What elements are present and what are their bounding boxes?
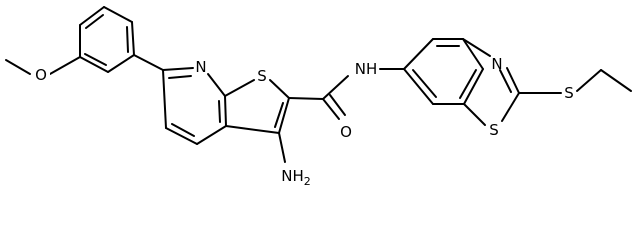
bond [329, 94, 346, 116]
thioether-sulfur-label: S [564, 84, 574, 102]
pyridine-ring: N [162, 58, 227, 145]
bond [322, 98, 340, 120]
bond [403, 38, 434, 70]
methoxyphenyl-ring [79, 6, 135, 73]
bond [278, 132, 286, 163]
bond [463, 103, 486, 126]
bond [5, 59, 31, 75]
bond [107, 54, 135, 73]
bond [79, 56, 109, 73]
methoxy-oxygen-label: O [35, 66, 47, 84]
amino-group: NH2 [278, 132, 311, 186]
bond [165, 127, 198, 145]
bond [84, 53, 107, 66]
bond [274, 102, 284, 128]
carboxamide-group: O NH [288, 60, 405, 141]
molecule-canvas: O N S NH2 O NH [5, 6, 632, 186]
bond [225, 125, 280, 134]
bond [131, 21, 135, 56]
bond [162, 69, 167, 129]
bond [85, 14, 104, 29]
thiazole-nitrogen-label: N [491, 55, 502, 73]
bond [499, 69, 512, 93]
bond [412, 69, 437, 98]
thiophene-sulfur-label: S [257, 67, 267, 85]
thiazole-ring: N S [462, 38, 520, 139]
bond [162, 67, 194, 71]
bond [269, 79, 290, 99]
benzothiazole-benzene-ring [403, 38, 484, 105]
bond [463, 68, 484, 105]
bond [278, 97, 290, 134]
molecule-structure: O N S NH2 O NH [5, 6, 632, 186]
thiazole-sulfur-label: S [489, 121, 499, 139]
bond [459, 69, 477, 99]
bond [126, 26, 129, 53]
bond [462, 38, 484, 70]
bond [576, 69, 602, 92]
bond [600, 69, 632, 92]
bond [506, 67, 520, 94]
amino-label: NH2 [281, 167, 311, 186]
bond [79, 6, 105, 26]
ethylthio-group: S [518, 69, 632, 102]
bond [196, 125, 227, 145]
bond [403, 68, 434, 105]
bond [133, 54, 164, 71]
bond [103, 6, 133, 23]
thiophene-ring: S [224, 67, 290, 134]
bond [207, 73, 226, 97]
bond [462, 38, 491, 57]
bond [168, 75, 192, 79]
bond [501, 92, 520, 122]
pyridine-nitrogen-label: N [195, 58, 206, 76]
bond [288, 97, 324, 100]
bond [224, 79, 255, 97]
amide-nh-label: NH [355, 60, 378, 78]
bond [218, 100, 221, 123]
carbonyl-oxygen-label: O [340, 123, 352, 141]
methoxy-group: O [5, 56, 81, 84]
bond [49, 56, 81, 75]
bond [171, 123, 195, 137]
bond [224, 95, 227, 127]
bond [322, 75, 349, 100]
